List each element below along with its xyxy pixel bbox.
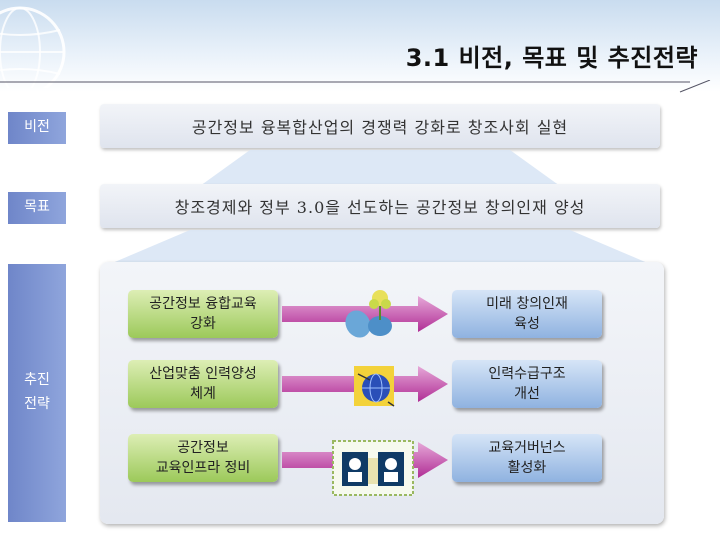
strategy-result-1: 미래 창의인재 육성 (452, 290, 602, 338)
goal-band: 창조경제와 정부 3.0을 선도하는 공간정보 창의인재 양성 (100, 184, 660, 228)
title-divider (0, 80, 711, 93)
strategy-item-1: 공간정보 융합교육 강화 (128, 290, 278, 338)
page-title: 3.1 비전, 목표 및 추진전략 (405, 44, 698, 72)
strategy-item-3: 공간정보 교육인프라 정비 (128, 434, 278, 482)
vision-band: 공간정보 융복합산업의 경쟁력 강화로 창조사회 실현 (100, 104, 660, 148)
strategy-result-3: 교육거버넌스 활성화 (452, 434, 602, 482)
strategy-result-2: 인력수급구조 개선 (452, 360, 602, 408)
vision-text: 공간정보 융복합산업의 경쟁력 강화로 창조사회 실현 (191, 118, 569, 137)
goal-label: 목표 (8, 192, 66, 224)
goal-strategy-connector (110, 230, 650, 264)
goal-text: 창조경제와 정부 3.0을 선도하는 공간정보 창의인재 양성 (174, 198, 586, 217)
vision-label: 비전 (8, 112, 66, 144)
strategy-item-2: 산업맞춤 인력양성 체계 (128, 360, 278, 408)
globe-network-icon (354, 366, 395, 407)
strategy-label: 추진 전략 (8, 264, 66, 522)
globe-logo-icon (0, 6, 66, 88)
header-band (0, 0, 720, 92)
vision-goal-connector (200, 150, 560, 186)
people-book-icon (332, 440, 414, 496)
plant-globe-icon (345, 290, 392, 338)
